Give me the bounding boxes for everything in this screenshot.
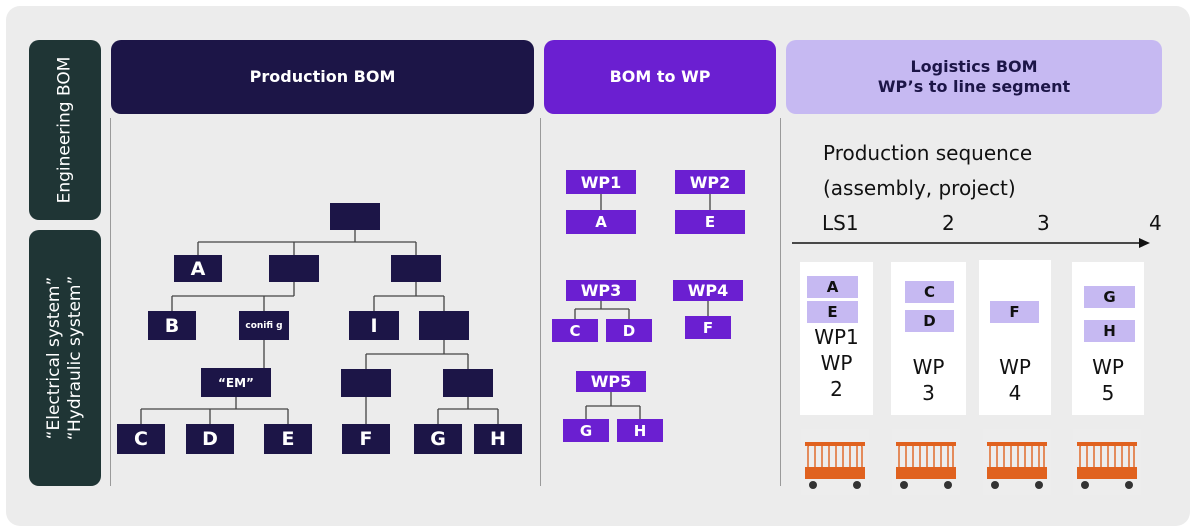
wp3-item-d: D xyxy=(606,319,652,342)
tree-node-e: E xyxy=(264,424,312,454)
logistics-bom-title: Logistics BOM xyxy=(910,57,1038,76)
logistics-bom-subtitle: WP’s to line segment xyxy=(877,77,1071,96)
wp1-label: WP1 xyxy=(566,170,636,194)
segment-2-wp-line-2: 3 xyxy=(922,381,935,405)
production-bom-header: Production BOM xyxy=(111,40,534,114)
segment-1-label-a: A xyxy=(807,276,858,298)
trolley-cart-icon xyxy=(801,429,869,495)
tree-node-d: D xyxy=(186,424,234,454)
wp5-label: WP5 xyxy=(576,371,646,392)
segment-1-label-e: E xyxy=(807,301,858,323)
divider-middle xyxy=(540,118,541,486)
line-segment-3-card xyxy=(979,260,1051,415)
sequence-subtitle: (assembly, project) xyxy=(823,176,1016,200)
wp3-label: WP3 xyxy=(566,280,636,301)
segment-3-wp-text: WP 4 xyxy=(979,354,1051,406)
wp2-item-e: E xyxy=(675,210,745,234)
tree-node-i: I xyxy=(349,311,399,340)
trolley-cart-icon xyxy=(1073,429,1141,495)
segment-4-wp-line-1: WP xyxy=(1092,355,1124,379)
divider-left xyxy=(110,118,111,486)
systems-label: “Electrical system” “Hydraulic system” xyxy=(29,230,101,486)
tree-node-level3-right xyxy=(443,369,493,397)
sequence-tick-4: 4 xyxy=(1149,211,1162,235)
tree-node-level3-left xyxy=(341,369,391,397)
wp4-label: WP4 xyxy=(673,280,743,301)
wp3-item-c: C xyxy=(552,319,598,342)
wp1-item-a: A xyxy=(566,210,636,234)
wp2-label: WP2 xyxy=(675,170,745,194)
wp4-item-f: F xyxy=(685,316,731,339)
segment-4-wp-text: WP 5 xyxy=(1072,354,1144,406)
tree-node-a: A xyxy=(174,255,222,282)
segment-3-label-f: F xyxy=(990,301,1039,323)
trolley-cart-icon xyxy=(983,429,1051,495)
segment-1-wp-text: WP1 WP 2 xyxy=(800,324,873,402)
wp5-item-g: G xyxy=(563,419,609,442)
divider-right xyxy=(780,118,781,486)
segment-1-wp-line-1: WP1 xyxy=(814,325,859,349)
segment-4-label-g: G xyxy=(1084,286,1135,308)
segment-3-wp-line-1: WP xyxy=(999,355,1031,379)
segment-1-wp-line-2: WP xyxy=(820,351,853,375)
tree-node-level1-right xyxy=(391,255,441,282)
tree-node-g: G xyxy=(414,424,462,454)
segment-4-label-h: H xyxy=(1084,320,1135,342)
tree-node-config: conifi g xyxy=(239,311,289,340)
segment-2-wp-text: WP 3 xyxy=(891,354,966,406)
sequence-title: Production sequence xyxy=(823,141,1033,165)
engineering-bom-label: Engineering BOM xyxy=(29,40,101,220)
sequence-arrow-head xyxy=(1139,238,1150,248)
segment-4-wp-line-2: 5 xyxy=(1101,381,1115,405)
segment-2-label-d: D xyxy=(905,310,954,332)
tree-node-b: B xyxy=(148,311,196,340)
segment-2-label-c: C xyxy=(905,281,954,303)
segment-1-wp-line-3: 2 xyxy=(830,377,843,401)
sequence-tick-3: 3 xyxy=(1037,211,1050,235)
sequence-tick-2: 2 xyxy=(942,211,955,235)
trolley-cart-icon xyxy=(892,429,960,495)
segment-2-wp-line-1: WP xyxy=(912,355,945,379)
tree-node-level2-right xyxy=(419,311,469,340)
segment-3-wp-line-2: 4 xyxy=(1008,381,1022,405)
sequence-tick-ls1: LS1 xyxy=(822,211,859,235)
wp5-item-h: H xyxy=(617,419,663,442)
tree-node-c: C xyxy=(117,424,165,454)
tree-node-f: F xyxy=(342,424,390,454)
bom-to-wp-header: BOM to WP xyxy=(544,40,776,114)
tree-node-em: “EM” xyxy=(201,368,271,397)
tree-node-level1-middle xyxy=(269,255,319,282)
tree-node-h: H xyxy=(474,424,522,454)
tree-root-node xyxy=(330,203,380,230)
